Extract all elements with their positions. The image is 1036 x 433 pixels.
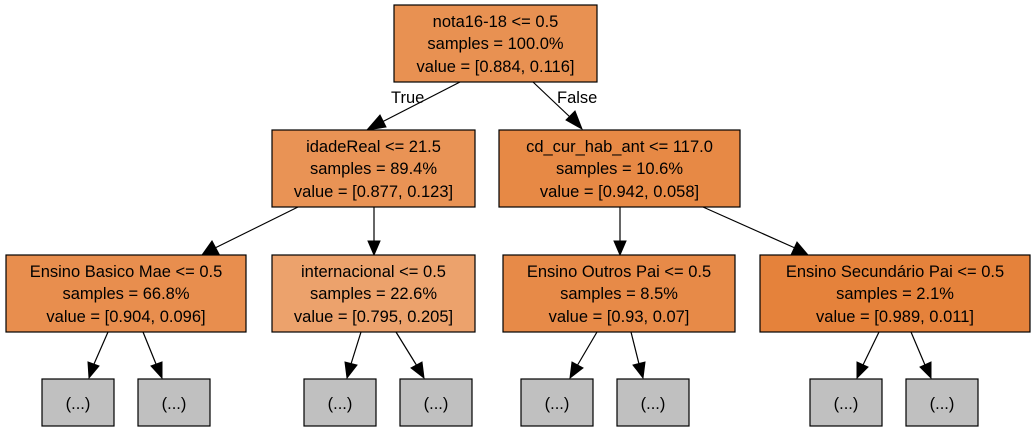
node-samples: samples = 66.8% <box>62 285 189 303</box>
node-right-right: Ensino Secundário Pai <= 0.5 samples = 2… <box>759 254 1031 333</box>
edge-arrowhead <box>632 361 646 380</box>
node-box <box>5 254 247 333</box>
node-split-rule: cd_cur_hab_ant <= 117.0 <box>526 138 713 156</box>
true-edge-label: True <box>391 89 424 107</box>
leaf-box <box>303 378 377 427</box>
leaf-node-2: (...) <box>137 378 211 427</box>
edge-arrowhead <box>856 361 869 380</box>
edge-arrowhead <box>87 361 100 380</box>
node-left: idadeReal <= 21.5 samples = 89.4% value … <box>271 129 476 208</box>
node-samples: samples = 89.4% <box>310 160 437 178</box>
node-split-rule: Ensino Basico Mae <= 0.5 <box>30 263 223 281</box>
leaf-label: (...) <box>834 395 859 413</box>
leaf-box <box>520 378 594 427</box>
leaf-node-3: (...) <box>303 378 377 427</box>
leaf-label: (...) <box>641 395 666 413</box>
node-samples: samples = 100.0% <box>427 35 564 53</box>
node-value: value = [0.795, 0.205] <box>294 308 453 326</box>
node-samples: samples = 8.5% <box>560 285 678 303</box>
edge-rr-to-leaf-2 <box>910 331 926 366</box>
leaf-node-8: (...) <box>905 378 979 427</box>
edge-arrowhead <box>569 361 584 380</box>
leaf-label: (...) <box>545 395 570 413</box>
edge-arrowhead <box>919 361 932 380</box>
node-value: value = [0.904, 0.096] <box>46 308 205 326</box>
leaf-box <box>616 378 690 427</box>
edge-lr-to-leaf-1 <box>350 331 362 365</box>
edge-lr-to-leaf-2 <box>395 331 418 367</box>
node-box <box>393 4 598 83</box>
edge-arrowhead <box>790 241 810 256</box>
edge-root-to-right <box>532 81 572 119</box>
leaf-box <box>41 378 115 427</box>
node-split-rule: internacional <= 0.5 <box>301 263 446 281</box>
node-box <box>271 129 476 208</box>
node-value: value = [0.989, 0.011] <box>816 308 974 326</box>
node-right: cd_cur_hab_ant <= 117.0 samples = 10.6% … <box>498 129 741 208</box>
node-box <box>502 254 736 333</box>
node-samples: samples = 22.6% <box>310 285 437 303</box>
node-box <box>271 254 476 333</box>
node-samples: samples = 10.6% <box>556 160 683 178</box>
node-split-rule: Ensino Secundário Pai <= 0.5 <box>786 263 1004 281</box>
edges <box>87 81 932 380</box>
edge-arrowhead <box>150 361 163 380</box>
node-root: nota16-18 <= 0.5 samples = 100.0% value … <box>393 4 598 83</box>
node-split-rule: Ensino Outros Pai <= 0.5 <box>527 263 711 281</box>
node-value: value = [0.93, 0.07] <box>549 308 690 326</box>
leaf-label: (...) <box>328 395 353 413</box>
leaf-node-7: (...) <box>809 378 883 427</box>
node-box <box>498 129 741 208</box>
leaf-label: (...) <box>424 395 449 413</box>
edge-arrowhead <box>613 240 627 257</box>
edge-arrowhead <box>565 110 583 131</box>
edge-arrowhead <box>344 361 358 380</box>
edge-arrowhead <box>200 240 220 256</box>
node-value: value = [0.942, 0.058] <box>540 183 699 201</box>
leaf-label: (...) <box>66 395 91 413</box>
node-left-left: Ensino Basico Mae <= 0.5 samples = 66.8%… <box>5 254 247 333</box>
node-value: value = [0.884, 0.116] <box>417 58 575 76</box>
leaf-node-5: (...) <box>520 378 594 427</box>
leaf-box <box>809 378 883 427</box>
edge-left-to-ll <box>214 206 299 249</box>
leaf-node-1: (...) <box>41 378 115 427</box>
node-value: value = [0.877, 0.123] <box>294 183 453 201</box>
leaf-node-6: (...) <box>616 378 690 427</box>
leaf-box <box>137 378 211 427</box>
leaf-box <box>399 378 473 427</box>
node-split-rule: idadeReal <= 21.5 <box>306 138 441 156</box>
leaf-label: (...) <box>930 395 955 413</box>
edge-arrowhead <box>367 240 381 257</box>
edge-arrowhead <box>365 114 387 131</box>
node-samples: samples = 2.1% <box>836 285 954 303</box>
edge-rl-to-leaf-1 <box>576 331 598 367</box>
edge-rr-to-leaf-1 <box>862 331 880 366</box>
edge-ll-to-leaf-1 <box>93 331 109 365</box>
edge-arrowhead <box>410 361 425 380</box>
edge-root-to-left <box>381 81 461 123</box>
leaf-box <box>905 378 979 427</box>
edge-rl-to-leaf-2 <box>630 331 640 365</box>
node-left-right: internacional <= 0.5 samples = 22.6% val… <box>271 254 476 333</box>
leaf-label: (...) <box>162 395 187 413</box>
false-edge-label: False <box>557 89 597 107</box>
edge-ll-to-leaf-2 <box>142 331 157 365</box>
leaf-node-4: (...) <box>399 378 473 427</box>
node-right-left: Ensino Outros Pai <= 0.5 samples = 8.5% … <box>502 254 736 333</box>
edge-right-to-rr <box>702 206 796 249</box>
node-box <box>759 254 1031 333</box>
node-split-rule: nota16-18 <= 0.5 <box>433 13 559 31</box>
